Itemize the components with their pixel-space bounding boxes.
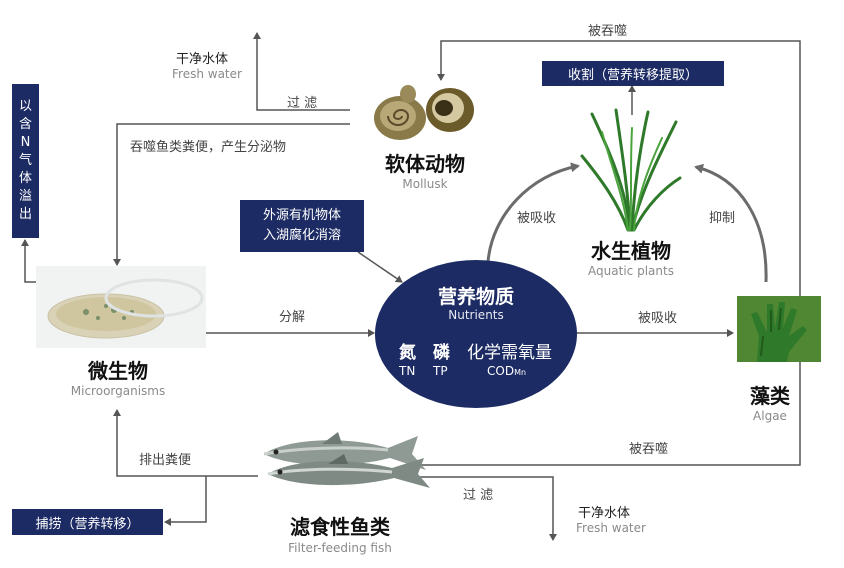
fish-subtitle: Filter-feeding fish [288,541,392,555]
n-gas-char: 以 [18,99,32,114]
fish-icon [263,432,430,488]
harvest-box: 收割（营养转移提取） [542,61,724,86]
n-gas-char: N [20,135,31,150]
filter-bottom-label: 过 滤 [463,488,494,503]
cod-label: 化学需氧量 [467,343,552,363]
external-organics-box: 外源有机物体 入湖腐化消溶 [240,200,364,252]
filter-top-label: 过 滤 [287,96,318,111]
arrow-mollusk-to-microbes [113,123,350,266]
plants-title: 水生植物 [591,239,671,263]
fish-title: 滤食性鱼类 [290,515,390,539]
arrow-filter-bottom [420,476,557,541]
clean-water-top-label: 干净水体 [176,52,229,67]
swallow-excrete-label: 吞噬鱼类粪便，产生分泌物 [130,140,287,155]
n-gas-char: 气 [18,153,32,168]
nitrogen-label: 氮 [399,343,416,363]
excrete-label: 排出粪便 [139,453,192,468]
algae-hand-icon [737,296,821,362]
arrow-algae-to-fish [407,362,801,469]
catch-box: 捕捞（营养转移） [12,509,163,535]
water-grass-icon [580,108,682,232]
eaten-top-label: 被吞噬 [588,24,628,39]
n-gas-box: 以 含 N 气 体 溢 出 [12,84,39,238]
eaten-bottom-label: 被吞噬 [629,442,669,457]
inhibit-label: 抑制 [709,211,736,226]
clean-water-top-en: Fresh water [172,67,242,81]
n-gas-char: 体 [18,171,32,186]
n-gas-char: 溢 [18,189,32,204]
petri-dish-icon [36,266,206,348]
decompose-label: 分解 [279,310,306,325]
plants-subtitle: Aquatic plants [588,264,674,278]
clean-water-bottom-en: Fresh water [576,521,646,535]
arrow-algae-inhibit-plants [694,163,768,283]
arrow-fish-to-catch [164,476,207,526]
external-organics-line1: 外源有机物体 [262,208,341,223]
arrow-microbes-to-ngas [21,239,36,283]
n-gas-char: 含 [18,117,32,132]
microbes-title: 微生物 [88,359,148,383]
nutrients-title: 营养物质 [437,286,514,308]
snail-shell-icon [374,85,474,140]
arrow-nutrients-to-plants [486,162,580,263]
microbes-subtitle: Microorganisms [70,384,166,398]
arrow-filter-top [253,32,350,111]
nutrients-subtitle: Nutrients [448,308,504,322]
arrow-external-to-nutrients [357,251,403,283]
absorbed-algae-label: 被吸收 [638,311,678,326]
n-gas-char: 出 [18,207,32,222]
mollusk-title: 软体动物 [385,152,465,176]
absorbed-plants-label: 被吸收 [517,211,557,226]
cod-code: CODMn [487,364,527,378]
arrow-algae-to-mollusk [437,40,801,296]
arrow-fish-to-microbes [113,409,258,477]
external-organics-line2: 入湖腐化消溶 [262,228,341,243]
phosphorus-label: 磷 [433,343,450,363]
clean-water-bottom-label: 干净水体 [578,506,631,521]
algae-subtitle: Algae [753,409,787,423]
mollusk-subtitle: Mollusk [402,177,448,191]
algae-title: 藻类 [750,384,790,408]
nutrients-hub: 营养物质 Nutrients 氮 TN 磷 TP 化学需氧量 CODMn [375,260,577,408]
nitrogen-code: TN [399,364,416,378]
phosphorus-code: TP [433,364,448,378]
